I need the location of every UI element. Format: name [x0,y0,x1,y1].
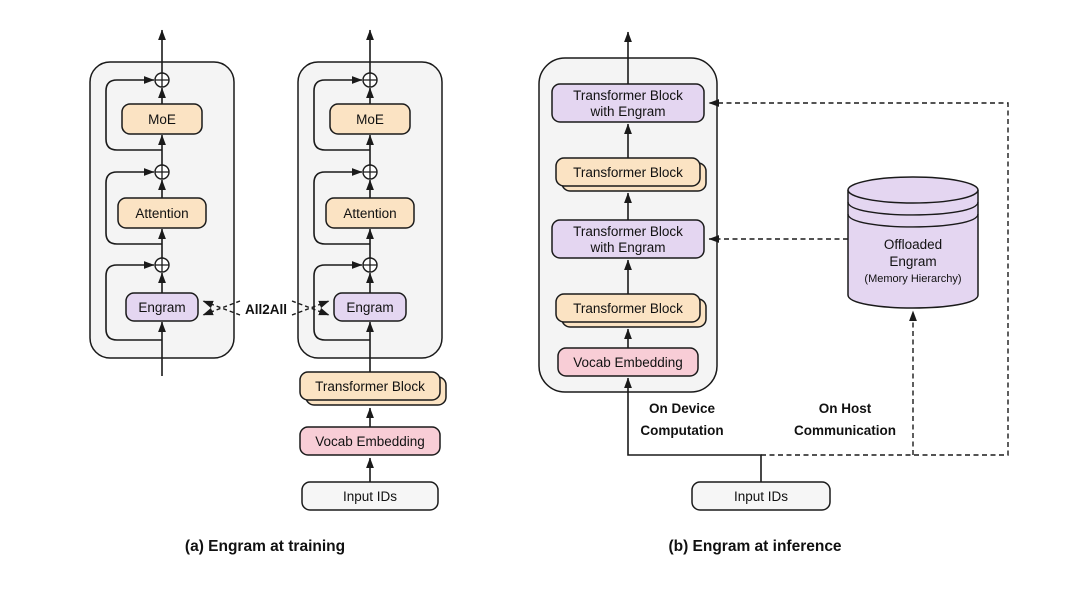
input-ids-box [301,481,439,511]
input-ids-label: Input IDs [343,489,397,504]
moe-box [121,103,203,135]
on-device-label-line2: Computation [640,423,723,438]
attention-box [117,197,207,229]
vocab-embedding-label: Vocab Embedding [315,434,425,449]
residual-skip-attention [313,168,370,245]
on-host-path-top-engram [708,99,1009,456]
on-device-label-line1: On Device [649,401,716,416]
residual-skip-moe [313,76,370,151]
residual-add-icon [362,164,378,180]
residual-add-icon [154,72,170,88]
transformer-block-label: Transformer Block [573,165,683,180]
transformer-block-label: Transformer Block [315,379,425,394]
on-device-path [624,377,762,482]
residual-skip-engram [313,261,370,341]
offloaded-engram-label-line3: (Memory Hierarchy) [864,273,961,285]
vocab-embedding-box [299,426,441,456]
cylinder-body [847,190,979,309]
engram-label: Engram [346,300,393,315]
input-ids-box [691,481,831,511]
attention-label: Attention [135,206,188,221]
attention-label: Attention [343,206,396,221]
attention-box [325,197,415,229]
moe-box [329,103,411,135]
residual-add-icon [362,257,378,273]
residual-add-icon [154,257,170,273]
on-host-label-line1: On Host [819,401,872,416]
residual-skip-moe [105,76,162,151]
input-ids-label: Input IDs [734,489,788,504]
caption-inference: (b) Engram at inference [668,538,841,555]
transformer-block-with-engram-label-line1: Transformer Block [573,224,683,239]
engram-box [125,292,199,322]
caption-training: (a) Engram at training [185,538,345,555]
all2all-exchange: All2All [202,300,330,317]
training-layer-middle: MoE Attention Engram [297,29,443,372]
residual-add-icon [154,164,170,180]
on-host-label-line2: Communication [794,423,896,438]
residual-add-icon [362,72,378,88]
moe-label: MoE [356,112,384,127]
offloaded-engram-label-line2: Engram [889,254,936,269]
offloaded-engram-label-line1: Offloaded [884,237,942,252]
offloaded-engram-cylinder: Offloaded Engram (Memory Hierarchy) [847,176,979,309]
training-embedding-stack: Transformer Block Vocab Embedding Input … [299,371,447,511]
training-layer-left: MoE Attention Engram [89,29,235,376]
all2all-label: All2All [245,302,287,317]
transformer-block-box [299,371,441,401]
transformer-block-with-engram-label-line2: with Engram [589,104,665,119]
transformer-block-with-engram-label-line2: with Engram [589,240,665,255]
inference-stack: Vocab Embedding Transformer Block Transf… [551,31,707,377]
transformer-block-label: Transformer Block [573,301,683,316]
cylinder-top [847,176,979,204]
residual-skip-attention [105,168,162,245]
engram-box [333,292,407,322]
residual-skip-engram [105,261,162,341]
transformer-block-with-engram-label-line1: Transformer Block [573,88,683,103]
cylinder-ring [847,213,979,228]
cylinder-ring [847,201,979,216]
vocab-embedding-label: Vocab Embedding [573,355,683,370]
moe-label: MoE [148,112,176,127]
inference-diagram: Vocab Embedding Transformer Block Transf… [538,31,1009,555]
engram-label: Engram [138,300,185,315]
training-diagram: MoE Attention Engram [89,29,447,555]
